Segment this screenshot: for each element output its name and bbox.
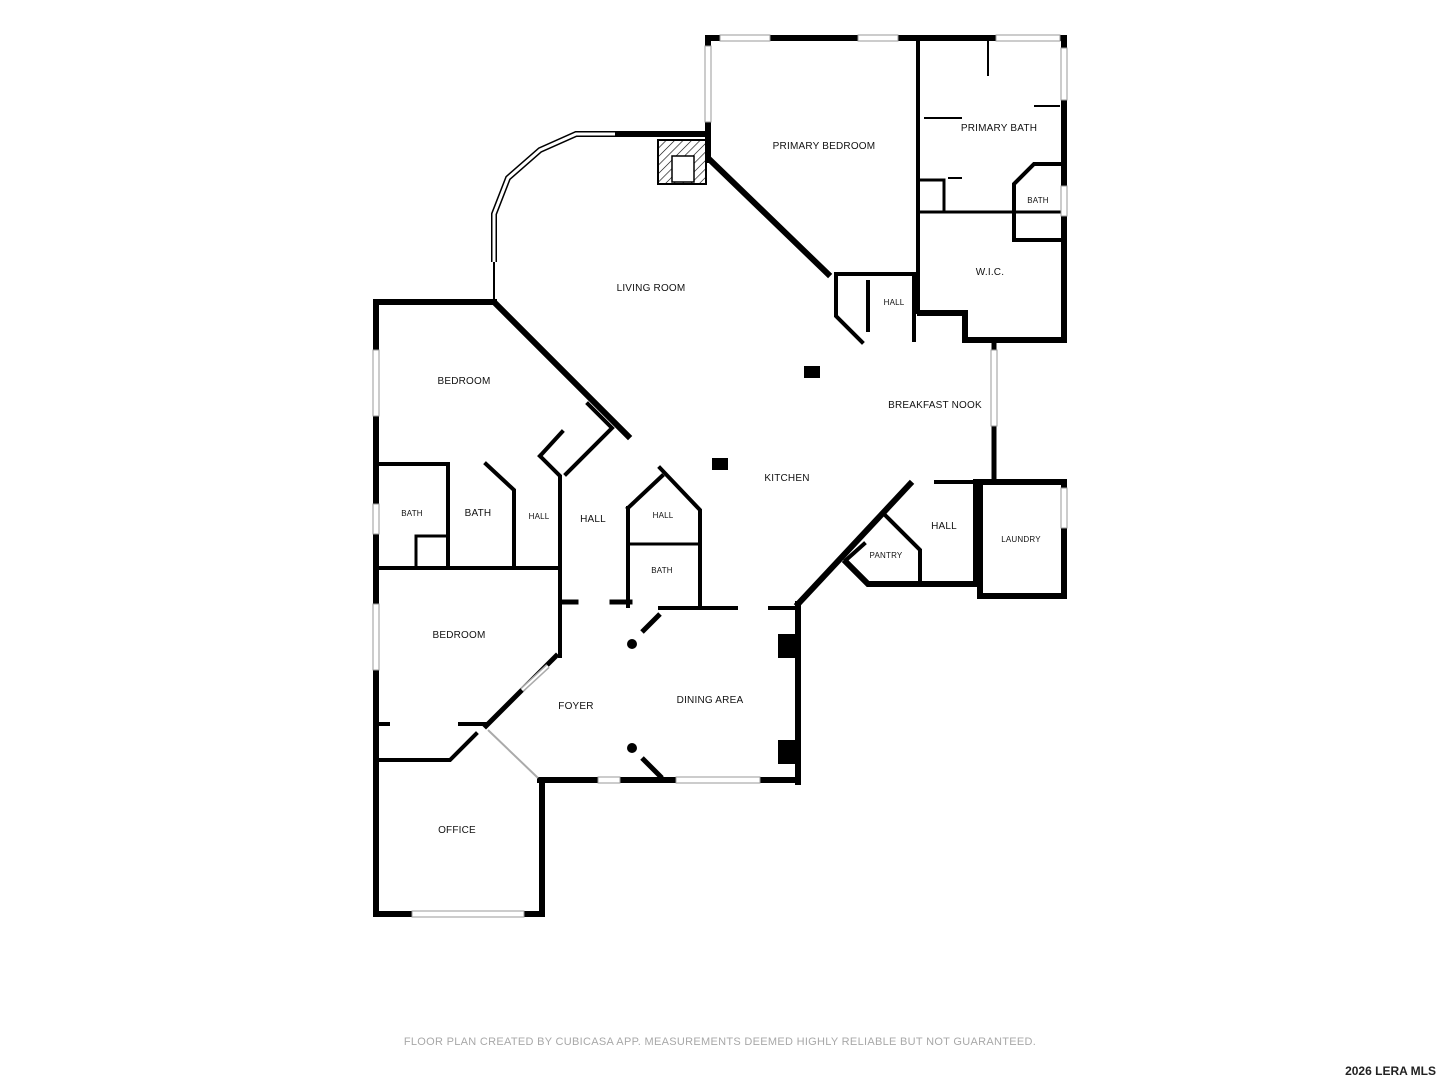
label-primary-bath: PRIMARY BATH [961,123,1037,134]
label-breakfast-nook: BREAKFAST NOOK [888,400,982,411]
label-hall-left-small: HALL [529,512,550,521]
label-hall-primary: HALL [884,298,905,307]
disclaimer-text: FLOOR PLAN CREATED BY CUBICASA APP. MEAS… [403,1036,1037,1048]
label-primary-bath-small: BATH [1027,196,1049,205]
interior-walls [374,36,1064,762]
label-bedroom-upper: BEDROOM [437,376,490,387]
label-pantry: PANTRY [870,551,903,560]
mls-watermark: 2026 LERA MLS [1345,1064,1436,1078]
label-foyer: FOYER [558,701,593,712]
windows [372,34,1068,918]
label-laundry: LAUNDRY [1001,535,1041,544]
label-dining-area: DINING AREA [677,695,744,706]
label-office: OFFICE [438,825,476,836]
label-kitchen: KITCHEN [764,473,809,484]
label-hall-east: HALL [931,521,957,532]
label-living-room: LIVING ROOM [617,283,686,294]
room-labels: PRIMARY BEDROOM PRIMARY BATH BATH W.I.C.… [401,123,1049,836]
label-bedroom-lower: BEDROOM [432,630,485,641]
label-wic: W.I.C. [976,267,1004,278]
label-bath-left-small: BATH [401,509,423,518]
fixtures [627,40,1060,780]
label-hall-center: HALL [580,514,606,525]
label-bath-left: BATH [465,508,492,519]
label-bath-center: BATH [651,566,673,575]
label-primary-bedroom: PRIMARY BEDROOM [773,141,876,152]
label-hall-right-small: HALL [653,511,674,520]
